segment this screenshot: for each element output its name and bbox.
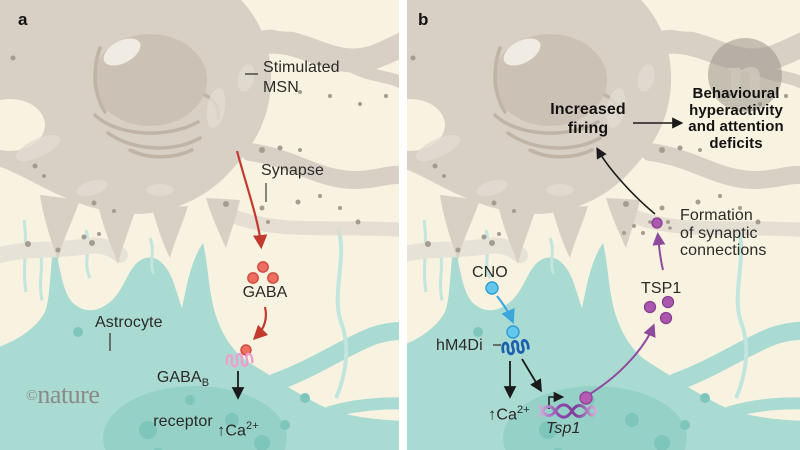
nature-logo: n: [708, 38, 782, 114]
gene-activation-arrow-icon: [521, 358, 542, 393]
cno-binding-arrow-icon: [496, 295, 515, 324]
panel-b-illustration: n: [400, 0, 800, 450]
tsp1-gene-dna-icon: [538, 403, 598, 419]
gene-to-tsp1-arrow-icon: [589, 323, 656, 395]
gabab-receptor-sub: B: [201, 377, 210, 390]
panel-a-illustration: [0, 0, 400, 450]
hm4di-label: hM4Di: [436, 337, 483, 354]
tsp1-protein-label: TSP1: [641, 280, 682, 297]
gaba-release-arrow-icon: [235, 150, 268, 250]
panel-b-letter: b: [418, 10, 429, 29]
behavioural-label: Behavioural hyperactivity and attention …: [688, 85, 784, 152]
tsp1-to-synapse-arrow-icon: [652, 232, 666, 271]
increased-firing-label: Increased firing: [550, 101, 626, 137]
formation-label: Formation of synaptic connections: [680, 207, 767, 259]
gaba-label: GABA: [242, 284, 288, 301]
new-synapse-dot-icon: [651, 217, 663, 229]
gaba-binding-arrow-icon: [252, 306, 269, 341]
watermark-brand: nature: [37, 380, 100, 409]
nature-watermark: ©nature: [26, 380, 100, 410]
panel-divider: [399, 0, 407, 450]
gabab-receptor-name: GABA: [156, 369, 202, 386]
watermark-copyright: ©: [26, 388, 38, 404]
gabab-receptor-line2: receptor: [153, 413, 213, 431]
cno-label: CNO: [472, 264, 508, 281]
nature-logo-letter: n: [726, 38, 764, 114]
synaptic-dot-trail: [622, 220, 672, 235]
cno-at-receptor-icon: [506, 325, 520, 339]
tsp1-gene-label: Tsp1: [546, 420, 581, 437]
cno-molecule-icon: [485, 281, 499, 295]
calcium-label-b: ↑Ca2+: [488, 404, 530, 424]
panel-a-letter: a: [18, 10, 28, 29]
gabab-receptor-label: GABAB receptor: [141, 349, 225, 450]
gaba-molecules-icon: [247, 261, 279, 284]
tsp1-product-dot-icon: [579, 391, 593, 405]
stimulated-msn-label: Stimulated MSN: [263, 59, 340, 96]
calcium-label-a: ↑Ca2+: [217, 420, 259, 440]
tsp1-molecules-icon: [643, 295, 675, 325]
synapse-label: Synapse: [261, 162, 324, 179]
astrocyte-label: Astrocyte: [95, 314, 163, 331]
formation-to-firing-arrow-icon: [596, 147, 656, 215]
